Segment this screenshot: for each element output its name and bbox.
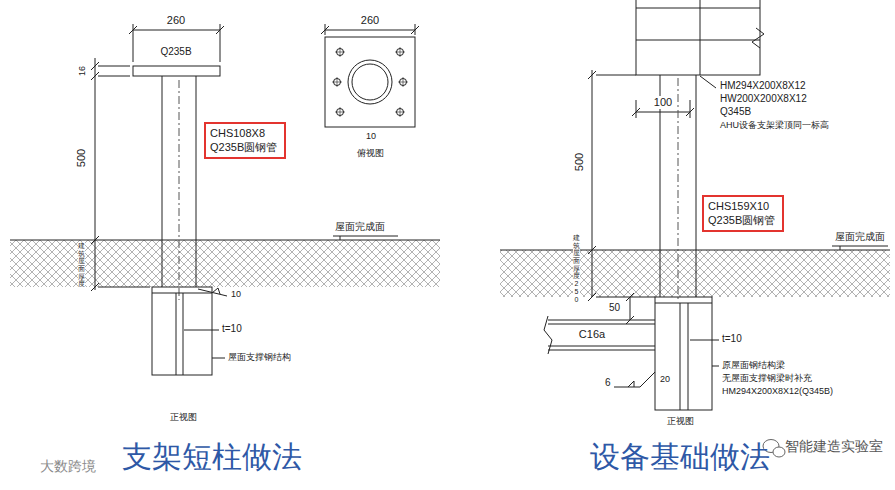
dimension-line xyxy=(129,24,224,62)
material-callout: CHS159X10Q235B圆钢管 xyxy=(702,195,784,232)
note-label: 无屋面支撑钢梁时补充 xyxy=(722,373,812,384)
roof-finish-line xyxy=(10,240,440,241)
break-symbol xyxy=(752,28,764,48)
weld-leader xyxy=(198,288,227,296)
figure-title: 支架短柱做法 xyxy=(122,440,302,475)
leader-line xyxy=(690,340,719,341)
material-label: Q345B xyxy=(720,106,751,118)
weld-size: 10 xyxy=(366,131,376,142)
weld-size: 6 xyxy=(605,377,611,389)
center-line xyxy=(179,80,180,300)
view-label: 正视图 xyxy=(667,416,694,427)
dimension-label: 16 xyxy=(77,66,88,76)
section-label: HM294X200X8X12 xyxy=(720,80,806,92)
dimension-label: 260 xyxy=(167,14,185,27)
left-detail xyxy=(10,24,440,375)
watermark: 大数跨境 xyxy=(40,458,96,475)
note-label: 屋面完成面 xyxy=(835,231,885,243)
dimension-label: 100 xyxy=(654,96,672,109)
callout-text: Q235B圆钢管 xyxy=(708,213,775,227)
equipment-beam xyxy=(636,0,760,75)
plate-label: t=10 xyxy=(722,333,742,345)
dimension-label: 50 xyxy=(609,302,620,314)
section-label: C16a xyxy=(579,328,605,341)
roof-finish-line xyxy=(500,250,890,251)
weld-size: 10 xyxy=(231,289,241,300)
dimension-label: 20 xyxy=(660,374,670,385)
roof-layer-hatch xyxy=(500,250,890,297)
weld-leader xyxy=(614,372,655,387)
tube-section xyxy=(352,64,388,100)
figure-title: 设备基础做法 xyxy=(590,440,770,475)
dimension-label: 500 xyxy=(573,153,586,171)
roof-steel-beam xyxy=(655,297,712,410)
base-plate xyxy=(133,66,220,76)
right-detail xyxy=(500,0,890,457)
note-label: 建筑屋面厚度 xyxy=(78,242,85,288)
center-line xyxy=(678,78,679,300)
note-label: 屋面完成面 xyxy=(335,221,385,233)
dimension-line xyxy=(626,293,634,324)
leader-line xyxy=(832,246,888,250)
leader-line xyxy=(700,76,716,88)
dimension-line xyxy=(91,58,150,291)
support-steel xyxy=(152,287,212,375)
channel-c16a xyxy=(544,316,655,354)
leader-line xyxy=(333,236,398,240)
section-label: HW200X200X8X12 xyxy=(720,93,807,105)
plan-plate xyxy=(325,37,415,127)
equipment-beam xyxy=(636,0,760,75)
dimension-label: 500 xyxy=(75,149,88,167)
watermark: 智能建造实验室 xyxy=(785,438,883,455)
bolt-holes xyxy=(332,47,408,117)
plate-label: t=10 xyxy=(222,323,242,335)
roof-layer-hatch xyxy=(10,240,440,287)
note-label: 建筑屋面厚度250 xyxy=(573,234,580,303)
note-label: AHU设备支架梁顶同一标高 xyxy=(720,120,829,131)
view-label: 正视图 xyxy=(170,412,197,423)
material-callout: CHS108X8Q235B圆钢管 xyxy=(204,122,286,159)
stiffener-plate xyxy=(655,303,712,410)
tube-section xyxy=(348,60,392,104)
dimension-line xyxy=(588,70,655,301)
leader-line xyxy=(712,366,719,367)
callout-text: Q235B圆钢管 xyxy=(210,140,277,154)
wechat-icon xyxy=(773,447,785,457)
note-label: 屋面支撑钢结构 xyxy=(228,352,291,363)
section-label: HM294X200X8X12(Q345B) xyxy=(722,386,833,397)
view-label: 俯视图 xyxy=(357,148,384,159)
callout-text: CHS108X8 xyxy=(210,126,265,140)
callout-text: CHS159X10 xyxy=(708,199,769,213)
dimension-label: 260 xyxy=(361,14,379,27)
leader-line xyxy=(212,358,225,359)
leader-line xyxy=(184,330,219,331)
material-label: Q235B xyxy=(160,46,191,58)
note-label: 原屋面钢结构梁 xyxy=(722,360,785,371)
drawing-part xyxy=(332,47,408,117)
stiffener-plate xyxy=(152,293,212,375)
